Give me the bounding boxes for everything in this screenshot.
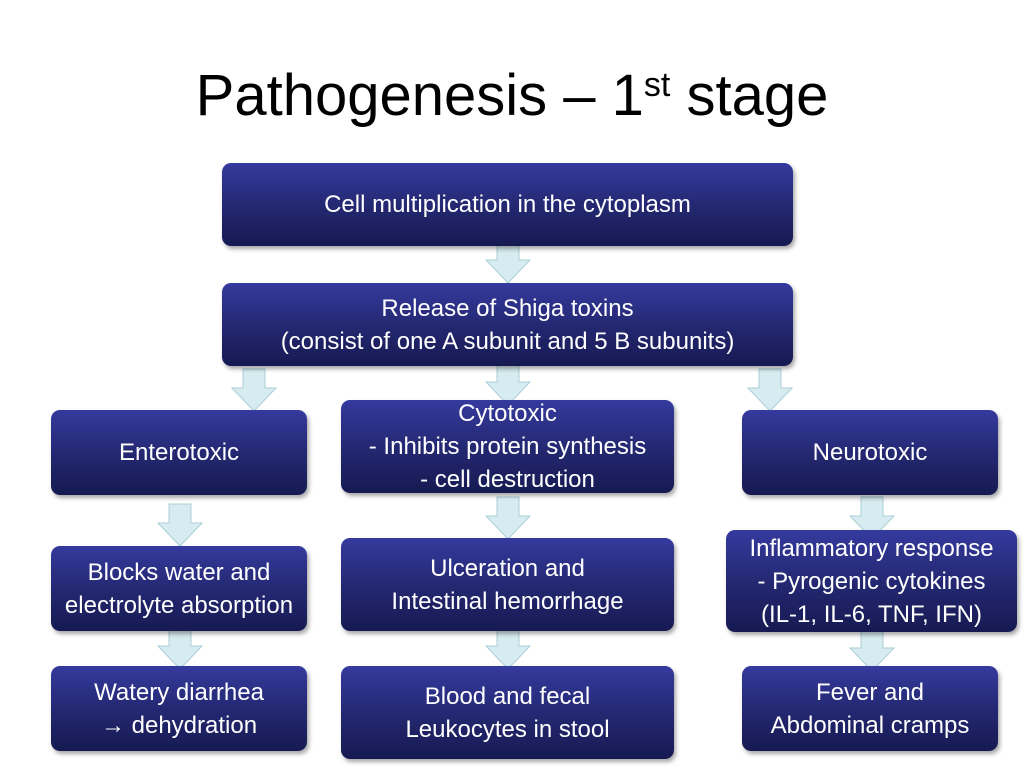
- arrow-down-icon: [230, 368, 278, 412]
- arrow-down-icon: [156, 503, 204, 547]
- enterotoxic-box: Enterotoxic: [51, 410, 307, 495]
- arrow-down-icon: [746, 368, 794, 412]
- inflammatory-response-text: Inflammatory response - Pyrogenic cytoki…: [749, 534, 994, 628]
- title-rest: stage: [670, 63, 829, 128]
- blocks-water-text: Blocks water and electrolyte absorption: [64, 558, 294, 619]
- arrow-down-icon: [484, 362, 532, 406]
- neurotoxic-text: Neurotoxic: [812, 439, 928, 466]
- release-shiga-toxins-text: Release of Shiga toxins (consist of one …: [280, 294, 735, 355]
- arrow-down-icon: [484, 496, 532, 540]
- blood-fecal-box: Blood and fecal Leukocytes in stool: [341, 666, 674, 759]
- arrow-down-icon: [484, 240, 532, 284]
- ulceration-text: Ulceration and Intestinal hemorrhage: [391, 554, 624, 615]
- enterotoxic-text: Enterotoxic: [118, 439, 240, 466]
- watery-diarrhea-box: Watery diarrhea → dehydration: [51, 666, 307, 751]
- watery-diarrhea-text: Watery diarrhea → dehydration: [94, 678, 264, 739]
- fever-box: Fever and Abdominal cramps: [742, 666, 998, 751]
- cell-multiplication-box: Cell multiplication in the cytoplasm: [222, 163, 793, 246]
- release-shiga-toxins-box: Release of Shiga toxins (consist of one …: [222, 283, 793, 366]
- arrow-down-icon: [156, 626, 204, 670]
- ulceration-box: Ulceration and Intestinal hemorrhage: [341, 538, 674, 631]
- cytotoxic-text: Cytotoxic - Inhibits protein synthesis -…: [368, 400, 647, 493]
- inflammatory-response-box: Inflammatory response - Pyrogenic cytoki…: [726, 530, 1017, 632]
- fever-text: Fever and Abdominal cramps: [770, 678, 970, 739]
- arrow-down-icon: [484, 626, 532, 670]
- arrow-down-icon: [848, 496, 896, 540]
- blood-fecal-text: Blood and fecal Leukocytes in stool: [405, 682, 610, 743]
- title-superscript: st: [643, 66, 671, 104]
- neurotoxic-box: Neurotoxic: [742, 410, 998, 495]
- blocks-water-box: Blocks water and electrolyte absorption: [51, 546, 307, 631]
- cell-multiplication-text: Cell multiplication in the cytoplasm: [324, 191, 691, 218]
- title-main: Pathogenesis – 1: [195, 63, 644, 128]
- slide-title: Pathogenesis – 1st stage: [0, 62, 1024, 129]
- arrow-down-icon: [848, 628, 896, 672]
- cytotoxic-box: Cytotoxic - Inhibits protein synthesis -…: [341, 400, 674, 493]
